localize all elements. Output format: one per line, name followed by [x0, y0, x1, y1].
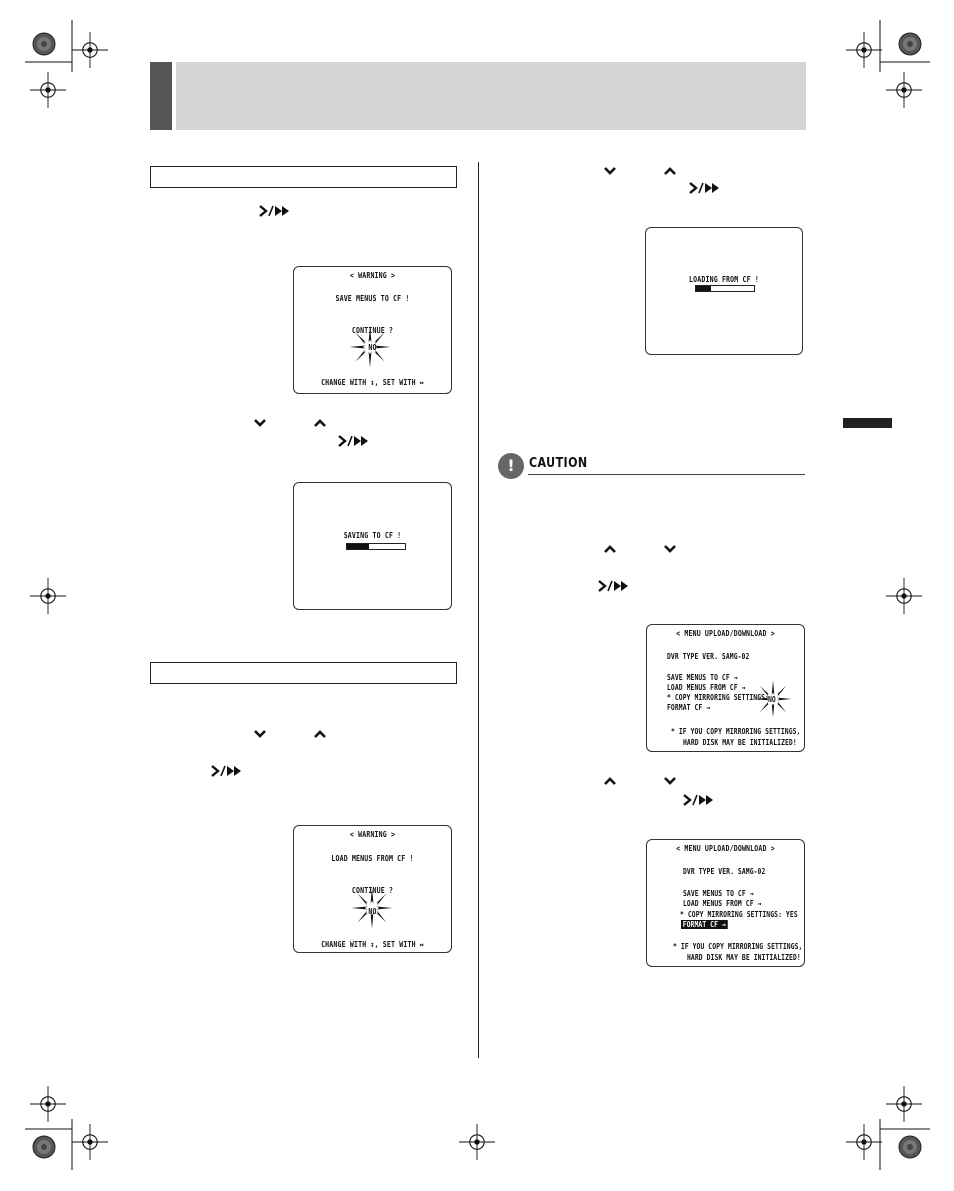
chevron-up-icon — [603, 776, 617, 786]
status-text: SAVING TO CF ! — [343, 531, 402, 540]
continue-prompt: CONTINUE ? — [351, 886, 394, 895]
caution-icon: ! — [498, 453, 524, 479]
menu-item-save: SAVE MENUS TO CF → — [683, 889, 754, 898]
registration-mark-icon — [30, 1086, 66, 1122]
chevron-down-icon — [603, 166, 617, 176]
header-accent-bar — [150, 62, 172, 130]
screen-message: LOAD MENUS FROM CF ! — [331, 854, 414, 863]
enter-play-icon — [682, 794, 716, 806]
note-line-2: HARD DISK MAY BE INITIALIZED! — [687, 953, 801, 962]
selection-value: NO — [368, 343, 377, 352]
menu-item-format-selected: FORMAT CF → — [681, 920, 728, 929]
progress-fill — [696, 286, 711, 291]
warning-save-screen: < WARNING > SAVE MENUS TO CF ! CONTINUE … — [293, 266, 452, 394]
chevron-up-icon — [663, 166, 677, 176]
color-wheel-icon — [898, 32, 922, 56]
enter-play-icon — [597, 580, 631, 592]
screen-footer: CHANGE WITH ↕, SET WITH ↔ — [321, 940, 424, 949]
copy-value: NO — [768, 695, 776, 704]
color-wheel-icon — [32, 32, 56, 56]
selection-value: NO — [368, 907, 377, 916]
progress-bar — [346, 543, 406, 550]
menu-item-copy: * COPY MIRRORING SETTINGS: YES — [680, 910, 798, 919]
header-band — [176, 62, 806, 130]
caution-label: CAUTION — [529, 456, 588, 471]
column-divider — [478, 162, 479, 1058]
warning-load-screen: < WARNING > LOAD MENUS FROM CF ! CONTINU… — [293, 825, 452, 953]
registration-mark-icon — [846, 32, 882, 68]
chevron-down-icon — [253, 729, 267, 739]
saving-screen: SAVING TO CF ! — [293, 482, 452, 610]
enter-play-icon — [210, 765, 244, 777]
dvr-type: DVR TYPE VER. SAMG-02 — [683, 867, 766, 876]
side-thumb-tab — [843, 418, 892, 428]
chevron-up-icon — [313, 729, 327, 739]
registration-mark-icon — [459, 1124, 495, 1160]
color-wheel-icon — [898, 1135, 922, 1159]
menu-item-load: LOAD MENUS FROM CF → — [667, 683, 746, 692]
screen-title: < MENU UPLOAD/DOWNLOAD > — [676, 844, 775, 853]
color-wheel-icon — [32, 1135, 56, 1159]
registration-mark-icon — [886, 72, 922, 108]
section-heading-save — [150, 166, 457, 188]
screen-title: < WARNING > — [349, 271, 396, 280]
registration-mark-icon — [72, 1124, 108, 1160]
menu-item-copy: * COPY MIRRORING SETTINGS: — [667, 693, 769, 702]
chevron-up-icon — [313, 418, 327, 428]
enter-play-icon — [337, 435, 371, 447]
note-line-2: HARD DISK MAY BE INITIALIZED! — [683, 738, 797, 747]
screen-title: < MENU UPLOAD/DOWNLOAD > — [676, 629, 775, 638]
chevron-up-icon — [603, 544, 617, 554]
section-heading-load — [150, 662, 457, 684]
screen-title: < WARNING > — [349, 830, 396, 839]
status-text: LOADING FROM CF ! — [689, 275, 759, 284]
registration-mark-icon — [846, 1124, 882, 1160]
registration-mark-icon — [886, 578, 922, 614]
continue-prompt: CONTINUE ? — [351, 326, 394, 335]
registration-mark-icon — [886, 1086, 922, 1122]
loading-screen: LOADING FROM CF ! — [645, 227, 803, 355]
menu-item-save: SAVE MENUS TO CF → — [667, 673, 738, 682]
menu-upload-download-yes: < MENU UPLOAD/DOWNLOAD > DVR TYPE VER. S… — [646, 839, 805, 967]
dvr-type: DVR TYPE VER. SAMG-02 — [667, 652, 750, 661]
note-line-1: * IF YOU COPY MIRRORING SETTINGS, — [673, 942, 803, 951]
registration-mark-icon — [30, 578, 66, 614]
progress-bar — [695, 285, 755, 292]
chevron-down-icon — [253, 418, 267, 428]
progress-fill — [347, 544, 370, 549]
registration-mark-icon — [72, 32, 108, 68]
menu-item-load: LOAD MENUS FROM CF → — [683, 899, 762, 908]
enter-play-icon — [258, 205, 292, 217]
enter-play-icon — [688, 182, 722, 194]
chevron-down-icon — [663, 544, 677, 554]
screen-footer: CHANGE WITH ↕, SET WITH ↔ — [321, 378, 424, 387]
chevron-down-icon — [663, 776, 677, 786]
menu-upload-download-no: < MENU UPLOAD/DOWNLOAD > DVR TYPE VER. S… — [646, 624, 805, 752]
note-line-1: * IF YOU COPY MIRRORING SETTINGS, — [671, 727, 801, 736]
registration-mark-icon — [30, 72, 66, 108]
menu-item-format: FORMAT CF → — [667, 703, 711, 712]
caution-rule — [528, 474, 805, 475]
screen-message: SAVE MENUS TO CF ! — [335, 294, 410, 303]
